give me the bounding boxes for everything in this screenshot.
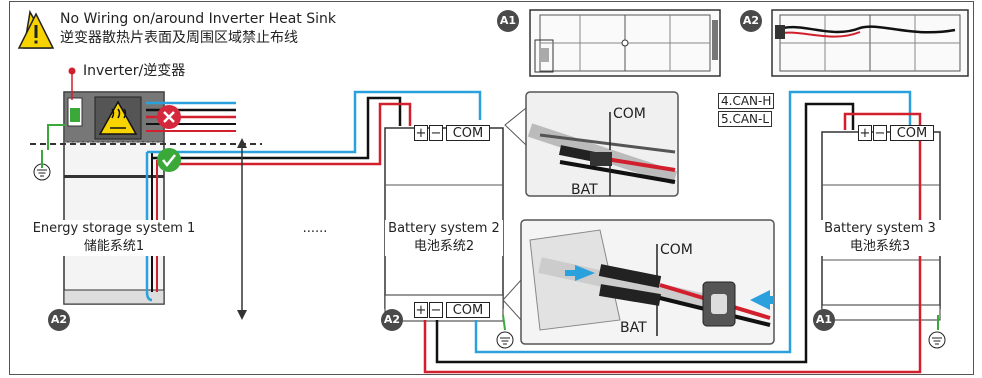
badge-a2: A2	[740, 10, 762, 32]
connector-callout-bottom	[502, 219, 775, 345]
warning-icon	[17, 9, 55, 49]
a2-product-image	[771, 9, 969, 77]
connector-callout-top	[504, 91, 679, 197]
inverter-label: Inverter/逆变器	[83, 63, 186, 79]
badge-a1: A1	[813, 309, 835, 331]
system-2-name-cn: 电池系统2	[413, 239, 475, 254]
badge-a2: A2	[48, 309, 70, 331]
connector-leaders	[609, 112, 658, 336]
system-3-caption: Battery system 3 电池系统3	[815, 220, 945, 256]
ground-icon	[496, 314, 514, 349]
forbidden-icon	[157, 105, 181, 129]
can-l-label: 5.CAN-L	[718, 111, 773, 127]
system-1-caption: Energy storage system 1 储能系统1	[30, 220, 198, 256]
ground-icon	[33, 124, 66, 181]
can-h-label: 4.CAN-H	[718, 93, 775, 109]
bat-connector-label: BAT	[571, 182, 598, 198]
allowed-route	[145, 90, 482, 302]
a1-product-image	[529, 9, 721, 77]
badge-a1: A1	[497, 10, 519, 32]
system-1-name-en: Energy storage system 1	[32, 221, 196, 236]
terminal-com: COM	[446, 302, 490, 318]
terminal-minus: −	[429, 302, 443, 318]
terminal-com: COM	[446, 125, 490, 141]
system-3-name-en: Battery system 3	[824, 221, 936, 236]
badge-a2: A2	[381, 309, 403, 331]
terminal-plus: +	[414, 125, 428, 141]
hot-surface-icon	[98, 100, 138, 135]
ellipsis: ......	[302, 221, 328, 236]
com-connector-label: COM	[613, 106, 646, 122]
system-2-caption: Battery system 2 电池系统2	[385, 220, 503, 256]
terminal-minus: −	[873, 125, 887, 141]
terminal-minus: −	[429, 125, 443, 141]
battery-system-2	[384, 127, 504, 322]
ok-check-icon	[157, 148, 181, 172]
system-3-name-cn: 电池系统3	[849, 239, 911, 254]
warning-text-en: No Wiring on/around Inverter Heat Sink	[60, 11, 336, 27]
distance-arrow	[237, 138, 247, 320]
system-2-name-en: Battery system 2	[388, 221, 500, 236]
bat-connector-label: BAT	[620, 320, 647, 336]
ground-icon	[928, 315, 946, 349]
terminal-com: COM	[890, 125, 934, 141]
terminal-plus: +	[858, 125, 872, 141]
warning-text-cn: 逆变器散热片表面及周围区域禁止布线	[60, 30, 298, 46]
diagram-frame	[9, 1, 974, 375]
system-1-name-cn: 储能系统1	[83, 239, 145, 254]
com-connector-label: COM	[660, 242, 693, 258]
terminal-plus: +	[414, 302, 428, 318]
